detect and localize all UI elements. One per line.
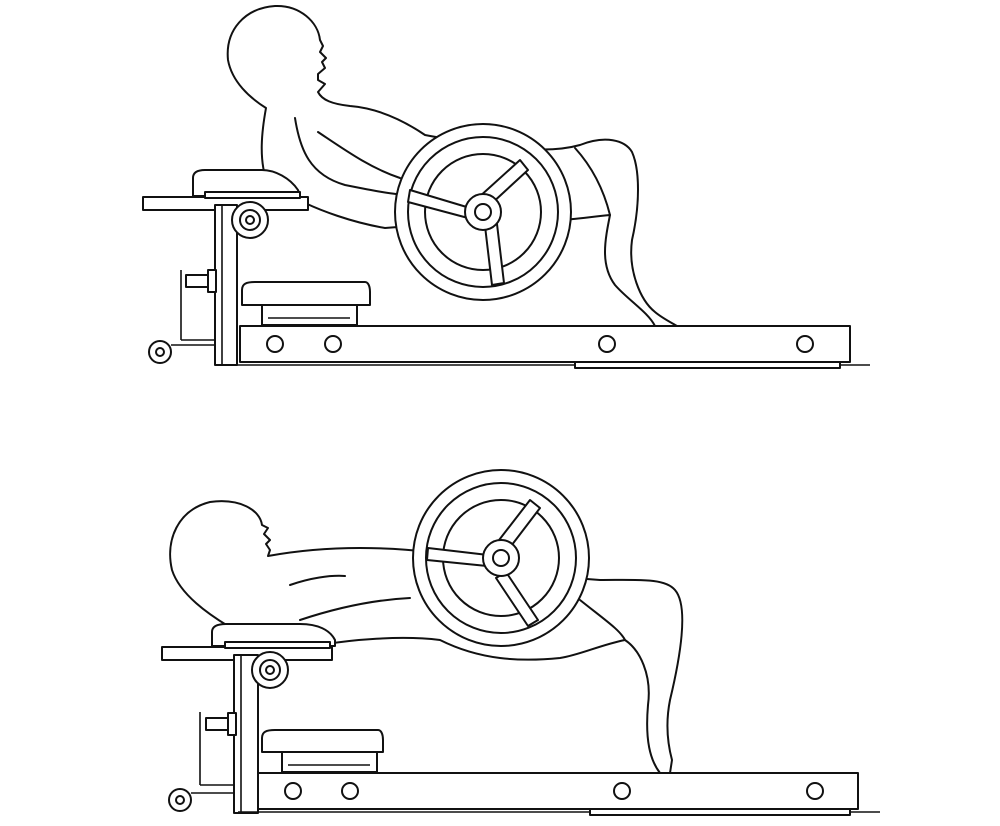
plate-center-top bbox=[474, 203, 492, 221]
plate-center-bottom bbox=[492, 549, 510, 567]
rail-foot-top bbox=[574, 361, 841, 369]
pin-collar-bottom bbox=[227, 712, 237, 736]
foot-pad-top bbox=[241, 281, 371, 306]
pin-knob-bottom bbox=[205, 717, 229, 731]
rail-hole-2-bottom bbox=[341, 782, 359, 800]
rail-hole-4-top bbox=[796, 335, 814, 353]
rail-hole-1-bottom bbox=[284, 782, 302, 800]
bench-pad-top bbox=[192, 169, 301, 197]
bench-pad-bottom bbox=[211, 623, 336, 647]
panel-top bbox=[142, 4, 870, 369]
rail-hole-3-bottom bbox=[613, 782, 631, 800]
bench-bracket-top bbox=[204, 191, 301, 199]
rail-hole-4-bottom bbox=[806, 782, 824, 800]
pin-knob-top bbox=[185, 274, 209, 288]
arm-line-top bbox=[317, 131, 401, 179]
plate-ring-inner-top bbox=[424, 153, 542, 271]
roller-hub-top bbox=[245, 215, 255, 225]
plate-ring-outer-bottom bbox=[425, 482, 577, 634]
foot-pad-bottom bbox=[261, 729, 384, 753]
plate-ring-outer-top bbox=[407, 136, 559, 288]
roller-hub-bottom bbox=[265, 665, 275, 675]
leg-line-top bbox=[574, 147, 611, 216]
torso-line-bottom bbox=[289, 574, 346, 586]
panel-bottom bbox=[161, 469, 880, 816]
caster-hub-top bbox=[155, 347, 165, 357]
foot-pad-base-bottom bbox=[281, 751, 378, 773]
foot-pad-base-top bbox=[261, 304, 358, 326]
pin-collar-top bbox=[207, 269, 217, 293]
arm-line-bottom bbox=[299, 597, 411, 621]
athlete-figure-bottom bbox=[169, 500, 684, 774]
leg-line-bottom bbox=[579, 599, 626, 641]
rail-foot-bottom bbox=[589, 808, 851, 816]
rail-hole-2-top bbox=[324, 335, 342, 353]
rail-hole-1-top bbox=[266, 335, 284, 353]
caster-hub-bottom bbox=[175, 795, 185, 805]
forearm-line-top bbox=[294, 117, 411, 196]
bench-bracket-bottom bbox=[224, 641, 331, 649]
rail-hole-3-top bbox=[598, 335, 616, 353]
